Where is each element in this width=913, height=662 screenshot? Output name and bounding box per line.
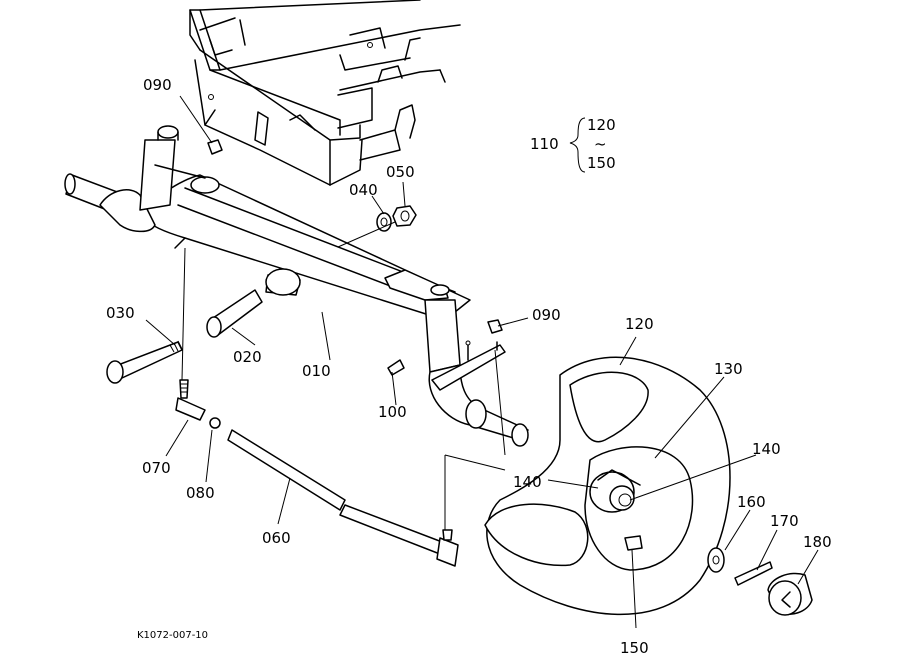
label-150-range-end: 150 <box>587 154 616 172</box>
label-160: 160 <box>737 493 766 511</box>
label-120-range-start: 120 <box>587 116 616 134</box>
grease-fittings <box>207 139 503 376</box>
label-010: 010 <box>302 362 331 380</box>
label-110: 110 <box>530 135 559 153</box>
label-180: 180 <box>803 533 832 551</box>
figure-code: K1072-007-10 <box>137 630 208 641</box>
label-060: 060 <box>262 529 291 547</box>
label-090-top: 090 <box>143 76 172 94</box>
label-range-symbol: ~ <box>594 135 607 153</box>
label-030: 030 <box>106 304 135 322</box>
wheel-tire <box>484 356 731 616</box>
label-140-right: 140 <box>752 440 781 458</box>
label-140-left: 140 <box>513 473 542 491</box>
label-040: 040 <box>349 181 378 199</box>
bushing <box>206 268 301 338</box>
label-130-rim: 130 <box>714 360 743 378</box>
tie-rod <box>175 379 459 567</box>
label-090-right: 090 <box>532 306 561 324</box>
pivot-bolt <box>106 340 183 384</box>
label-050: 050 <box>386 163 415 181</box>
assembly-lines <box>181 247 506 530</box>
label-150-bottom: 150 <box>620 639 649 657</box>
right-spindle <box>384 269 529 447</box>
label-070: 070 <box>142 459 171 477</box>
wheel-hardware <box>707 547 813 616</box>
left-spindle <box>64 125 220 233</box>
label-100: 100 <box>378 403 407 421</box>
nut-washer <box>376 205 417 232</box>
part-labels: 090 050 040 110 120 ~ 150 090 120 130 14… <box>106 76 832 657</box>
leader-lines <box>145 95 819 629</box>
label-020: 020 <box>233 348 262 366</box>
label-080: 080 <box>186 484 215 502</box>
tractor-frame <box>189 0 461 186</box>
label-170: 170 <box>770 512 799 530</box>
label-120-tire: 120 <box>625 315 654 333</box>
